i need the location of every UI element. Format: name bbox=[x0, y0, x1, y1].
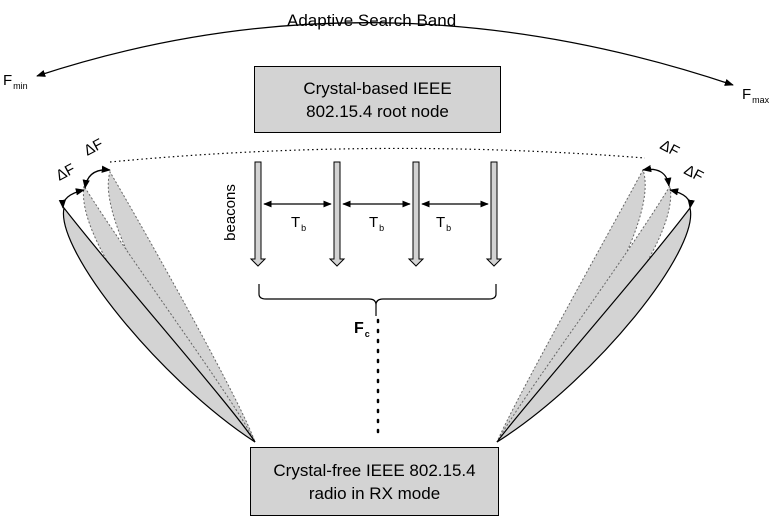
right-beam-outer bbox=[496, 206, 692, 443]
center-freq-sub: c bbox=[364, 329, 370, 339]
period-base: T bbox=[369, 214, 379, 231]
delta-f-arrow-right-1 bbox=[642, 165, 672, 187]
band-title: Adaptive Search Band bbox=[287, 11, 457, 30]
beacons-label: beacons bbox=[221, 184, 239, 241]
delta-f-arrow-right-2 bbox=[669, 188, 695, 209]
beam-dotted-arc bbox=[109, 147, 646, 163]
center-freq-label: Fc bbox=[354, 320, 370, 339]
period-label-3: Tb bbox=[436, 214, 451, 233]
f-max-sub: max bbox=[752, 95, 770, 105]
radio-node-line2: radio in RX mode bbox=[308, 483, 441, 503]
period-label-1: Tb bbox=[291, 214, 306, 233]
period-base: T bbox=[436, 214, 446, 231]
f-max-label: Fmax bbox=[742, 86, 769, 105]
beacon-arrow-3 bbox=[407, 161, 425, 267]
beacon-arrow-2 bbox=[328, 161, 346, 267]
beacon-arrows bbox=[249, 161, 503, 267]
f-max-base: F bbox=[742, 86, 752, 103]
period-label-2: Tb bbox=[369, 214, 384, 233]
period-base: T bbox=[291, 214, 301, 231]
search-band-arc bbox=[36, 22, 734, 86]
period-sub: b bbox=[446, 223, 452, 233]
right-beams bbox=[496, 168, 692, 443]
center-freq-base: F bbox=[354, 320, 364, 337]
period-sub: b bbox=[379, 223, 385, 233]
root-node-line1: Crystal-based IEEE bbox=[303, 78, 452, 98]
root-node-line2: 802.15.4 root node bbox=[306, 101, 449, 121]
f-min-base: F bbox=[3, 72, 13, 89]
period-sub: b bbox=[301, 223, 307, 233]
radio-node-line1: Crystal-free IEEE 802.15.4 bbox=[273, 460, 476, 480]
right-beam-middle bbox=[496, 184, 672, 443]
left-beams bbox=[62, 170, 256, 443]
beacon-arrow-1 bbox=[249, 161, 267, 267]
left-beam-outer bbox=[62, 206, 256, 443]
f-min-sub: min bbox=[13, 81, 28, 91]
delta-f-arrow-left-2 bbox=[82, 165, 111, 189]
beacons-brace bbox=[258, 284, 497, 316]
beacon-arrow-4 bbox=[485, 161, 503, 267]
root-node-box: Crystal-based IEEE 802.15.4 root node bbox=[254, 66, 501, 133]
f-min-label: Fmin bbox=[3, 72, 28, 91]
delta-f-arrow-left-1 bbox=[58, 188, 85, 209]
radio-node-box: Crystal-free IEEE 802.15.4 radio in RX m… bbox=[250, 447, 499, 516]
